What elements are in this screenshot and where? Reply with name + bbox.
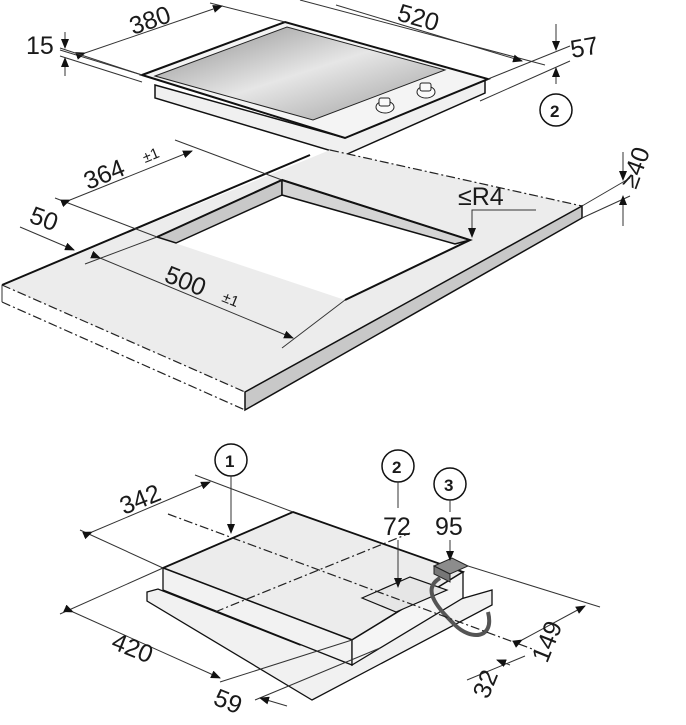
dimension-frame-height: 15 xyxy=(26,32,54,60)
knob-icon xyxy=(416,82,436,99)
svg-text:2: 2 xyxy=(550,102,559,121)
hob-glass xyxy=(153,26,447,121)
hob-top-view: 380 520 15 57 2 xyxy=(26,0,600,156)
tolerance-cutout-width: ±1 xyxy=(220,289,242,311)
dimension-callout-3-height: 95 xyxy=(435,513,463,541)
dimension-body-depth: 342 xyxy=(116,479,165,521)
callout-marker: 2 xyxy=(539,93,573,127)
cable xyxy=(429,576,492,637)
dimension-rear-offset: 149 xyxy=(527,617,569,666)
worktop-cutout-view: 364 ±1 50 500 ±1 ≤R4 ≥40 xyxy=(1,139,656,412)
svg-text:2: 2 xyxy=(392,458,401,477)
knob-icon xyxy=(375,97,395,114)
callout-marker: 3 xyxy=(433,467,467,501)
dimension-body-width: 420 xyxy=(108,628,157,670)
dimension-built-in-depth: 57 xyxy=(568,32,600,64)
dimension-hob-depth: 380 xyxy=(126,1,175,41)
tolerance-cutout-depth: ±1 xyxy=(140,145,162,167)
dimension-worktop-thickness: ≥40 xyxy=(615,143,656,192)
callout-marker: 1 xyxy=(214,443,248,477)
callout-marker: 2 xyxy=(381,449,415,483)
dimension-side-offset: 32 xyxy=(468,666,504,702)
hob-underside-view: 342 420 59 149 32 1 2 72 xyxy=(59,443,601,720)
dimension-cutout-depth: 364 xyxy=(80,154,129,196)
svg-text:1: 1 xyxy=(225,452,234,471)
dimension-callout-2-height: 72 xyxy=(383,513,411,541)
dimension-hob-width: 520 xyxy=(394,0,442,37)
dimension-corner-radius: ≤R4 xyxy=(458,183,504,211)
svg-text:3: 3 xyxy=(444,476,453,495)
dimension-front-offset: 59 xyxy=(210,684,246,720)
